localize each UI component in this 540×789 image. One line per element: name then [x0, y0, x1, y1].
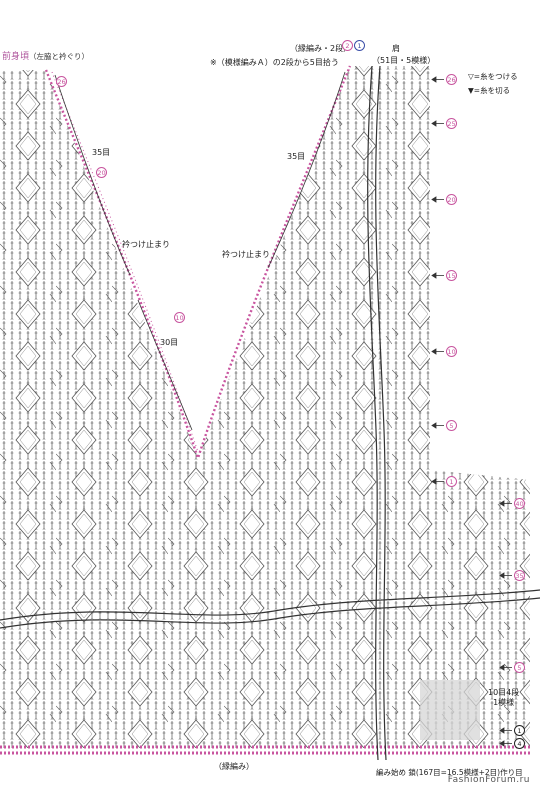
shoulder-label: 肩	[392, 44, 400, 53]
row-arrow-head	[431, 348, 437, 355]
decrease-note: ※（模様編みＡ）の2段から5目拾う	[210, 58, 339, 67]
row-marker: 20	[446, 194, 457, 205]
row-marker: 35	[514, 570, 525, 581]
repeat-highlight	[420, 680, 480, 740]
row-marker: 26	[446, 74, 457, 85]
row-marker: 10	[446, 346, 457, 357]
row-arrow-head	[499, 500, 505, 507]
row-arrow-head	[499, 727, 505, 734]
collar-stop-right: 衿つけ止まり	[222, 250, 270, 259]
neck-row-marker: 20	[96, 167, 107, 178]
row-arrow-head	[431, 76, 437, 83]
edging-two-rows-note: （縁編み・2段）	[290, 44, 352, 53]
top-row-marker: 2	[342, 40, 353, 51]
watermark: FashionForum.ru	[447, 775, 530, 785]
count-left-bottom: 30目	[160, 338, 179, 347]
row-marker: 4	[514, 738, 525, 749]
neck-edging	[44, 65, 352, 462]
row-arrow-head	[499, 572, 505, 579]
neck-row-marker: 10	[174, 312, 185, 323]
row-arrow-head	[431, 272, 437, 279]
row-marker: 15	[446, 270, 457, 281]
row-marker: 5	[446, 420, 457, 431]
repeat-block-label: 10目4段 1模様	[488, 688, 520, 707]
row-arrow-head	[431, 422, 437, 429]
row-arrow-head	[431, 478, 437, 485]
legend-attach-text: =糸をつける	[473, 72, 518, 81]
count-left-top: 35目	[92, 148, 111, 157]
row-marker: 1	[514, 725, 525, 736]
top-row-marker: 1	[354, 40, 365, 51]
row-marker: 40	[514, 498, 525, 509]
legend-cut-symbol: ▼	[468, 86, 474, 95]
title-sub: （左脇と衿ぐり）	[29, 52, 90, 61]
row-marker: 5	[514, 662, 525, 673]
count-right-top: 35目	[287, 152, 306, 161]
legend-cut-text: =糸を切る	[473, 86, 511, 95]
neck-row-marker: 26	[56, 76, 67, 87]
legend-attach-symbol: ▽	[468, 72, 474, 81]
row-arrow-head	[499, 664, 505, 671]
page-title: 前身頃（左脇と衿ぐり）	[2, 52, 89, 62]
row-arrow-head	[431, 120, 437, 127]
edging-bottom-label: （縁編み）	[214, 762, 254, 771]
title-main: 前身頃	[2, 52, 30, 62]
row-marker: 25	[446, 118, 457, 129]
legend-attach: ▽=糸をつける	[468, 72, 518, 82]
legend-cut: ▼=糸を切る	[468, 86, 510, 96]
row-arrow-head	[431, 196, 437, 203]
collar-stop-left: 衿つけ止まり	[122, 240, 170, 249]
shoulder-count: （51目・5模様）	[372, 56, 436, 65]
row-arrow-head	[499, 740, 505, 747]
start-count-label: 編み始め 鎖(167目=16.5模様+2目)作り目	[376, 768, 523, 777]
row-marker: 1	[446, 476, 457, 487]
